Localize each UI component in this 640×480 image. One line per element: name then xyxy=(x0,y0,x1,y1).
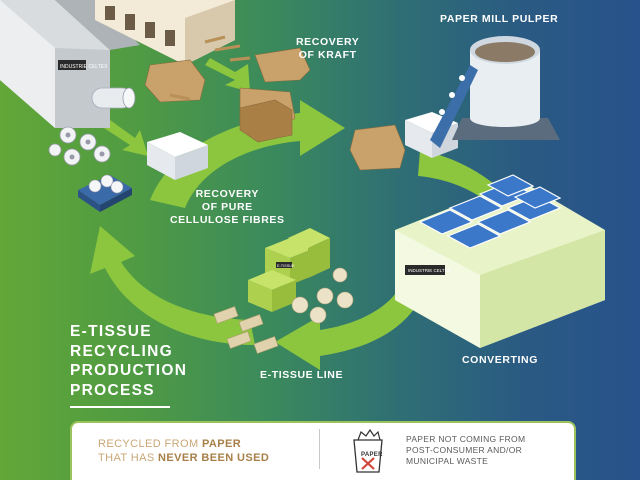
warehouse-icon: INDUSTRIE CELTEX xyxy=(0,0,140,128)
converting-factory-icon: INDUSTRIE CELTEX xyxy=(395,174,605,348)
paper-bag-icon xyxy=(353,428,383,473)
diagram-title: E-TISSUE RECYCLING PRODUCTION PROCESS xyxy=(70,323,188,399)
label-etissue-line: E-TISSUE LINE xyxy=(260,369,344,381)
arrow-left-icon xyxy=(90,226,255,345)
tissue-rolls-icon xyxy=(48,87,136,212)
box-brand: E-TISSUE xyxy=(277,264,295,268)
label-recovery-cellulose: RECOVERY OF PURE CELLULOSE FIBRES xyxy=(170,188,285,226)
paper-mill-pulper-icon xyxy=(430,36,560,148)
footer-right-text: PAPER NOT COMING FROM POST-CONSUMER AND/… xyxy=(406,434,526,466)
label-paper-mill-pulper: PAPER MILL PULPER xyxy=(440,13,559,25)
warehouse-brand: INDUSTRIE CELTEX xyxy=(60,64,108,70)
arrow-top-icon xyxy=(150,100,345,208)
cross-icon xyxy=(361,457,375,470)
old-factory-icon xyxy=(95,0,235,65)
label-recovery-kraft: RECOVERY OF KRAFT xyxy=(296,36,360,61)
footer-panel: RECYCLED FROM PAPER THAT HAS NEVER BEEN … xyxy=(70,421,576,480)
arrow-bottom-icon xyxy=(275,290,420,370)
converting-brand: INDUSTRIE CELTEX xyxy=(408,268,451,273)
arrow-small2-icon xyxy=(104,120,148,156)
e-tissue-boxes-icon: E-TISSUE xyxy=(213,228,354,354)
label-converting: CONVERTING xyxy=(462,354,539,366)
paper-bag-label: PAPER xyxy=(361,452,383,458)
title-underline xyxy=(70,406,170,408)
footer-divider xyxy=(319,429,320,469)
kraft-cardboard-icon xyxy=(144,35,406,171)
footer-left-text: RECYCLED FROM PAPER THAT HAS NEVER BEEN … xyxy=(98,438,270,464)
arrow-small-icon xyxy=(205,58,250,92)
